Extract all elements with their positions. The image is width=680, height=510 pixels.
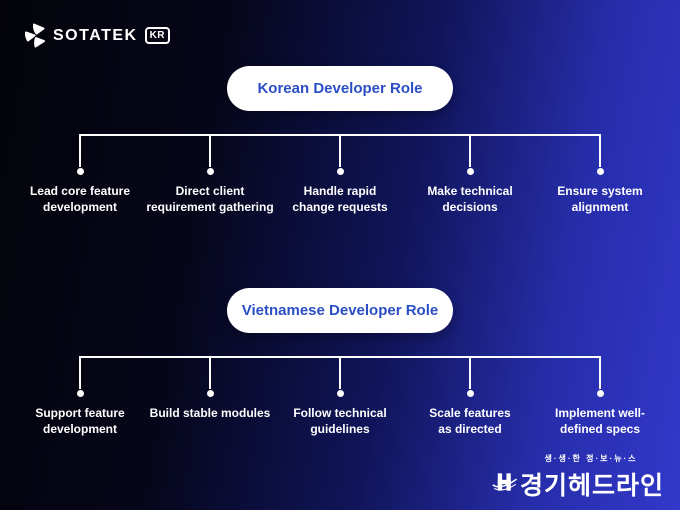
gyeonggi-headline-logo: 생·생·한 정·보·뉴·스 경기헤드라인: [492, 453, 664, 502]
footer-tagline: 생·생·한 정·보·뉴·스: [544, 454, 638, 463]
korean-role-section: Korean Developer Role Lead core feature …: [0, 66, 680, 215]
branch-label: Support feature development: [35, 406, 125, 436]
korean-role-pill: Korean Developer Role: [227, 66, 453, 111]
sotatek-pinwheel-icon: [24, 22, 46, 49]
branch-line: [79, 134, 81, 167]
branch-line: [599, 356, 601, 389]
branch-dot: [596, 168, 604, 175]
branch-line: [339, 356, 341, 389]
brand-kr-badge: KR: [144, 27, 171, 44]
branch-line: [469, 356, 471, 389]
branch-label: Follow technical guidelines: [293, 406, 387, 436]
branch-dot: [466, 168, 474, 175]
branch-line: [469, 134, 471, 167]
korean-role-tree: Lead core feature development Direct cli…: [0, 134, 680, 215]
tree-branch: Handle rapid change requests: [275, 134, 405, 215]
tree-branch: Implement well- defined specs: [535, 356, 665, 437]
branch-dot: [76, 390, 84, 397]
korean-role-title: Korean Developer Role: [257, 80, 423, 97]
branch-label: Direct client requirement gathering: [146, 184, 274, 214]
branch-line: [79, 356, 81, 389]
tree-branch: Ensure system alignment: [535, 134, 665, 215]
tree-branch: Make technical decisions: [405, 134, 535, 215]
branch-dot: [596, 390, 604, 397]
branch-dot: [76, 168, 84, 175]
vietnamese-role-pill: Vietnamese Developer Role: [227, 288, 453, 333]
branch-dot: [206, 168, 214, 175]
branch-dot: [336, 168, 344, 175]
tree-horizontal-line: [80, 134, 601, 136]
tree-branch: Follow technical guidelines: [275, 356, 405, 437]
branch-label: Implement well- defined specs: [554, 406, 646, 436]
sotatek-logo: SOTATEK KR: [24, 22, 171, 49]
tree-branch: Direct client requirement gathering: [145, 134, 275, 215]
branch-line: [209, 134, 211, 167]
branch-dot: [206, 390, 214, 397]
branch-dot: [336, 390, 344, 397]
footer-name: 경기헤드라인: [519, 472, 664, 500]
branch-label: Scale features as directed: [429, 406, 511, 436]
branch-label: Ensure system alignment: [557, 184, 643, 214]
branch-line: [339, 134, 341, 167]
vietnamese-role-title: Vietnamese Developer Role: [241, 302, 439, 319]
vietnamese-role-tree: Support feature development Build stable…: [0, 356, 680, 437]
branch-label: Build stable modules: [149, 406, 271, 420]
tree-branch: Scale features as directed: [405, 356, 535, 437]
vietnamese-role-section: Vietnamese Developer Role Support featur…: [0, 288, 680, 437]
branch-label: Lead core feature development: [29, 184, 131, 214]
branch-dot: [466, 390, 474, 397]
branch-line: [599, 134, 601, 167]
tree-branch: Support feature development: [15, 356, 145, 437]
tree-horizontal-line: [80, 356, 601, 358]
tree-branch: Build stable modules: [145, 356, 275, 437]
branch-label: Make technical decisions: [427, 184, 513, 214]
branch-label: Handle rapid change requests: [292, 184, 388, 214]
branch-line: [209, 356, 211, 389]
brand-name: SOTATEK: [53, 26, 138, 44]
tree-branch: Lead core feature development: [15, 134, 145, 215]
headline-h-swoosh-icon: [492, 469, 518, 500]
